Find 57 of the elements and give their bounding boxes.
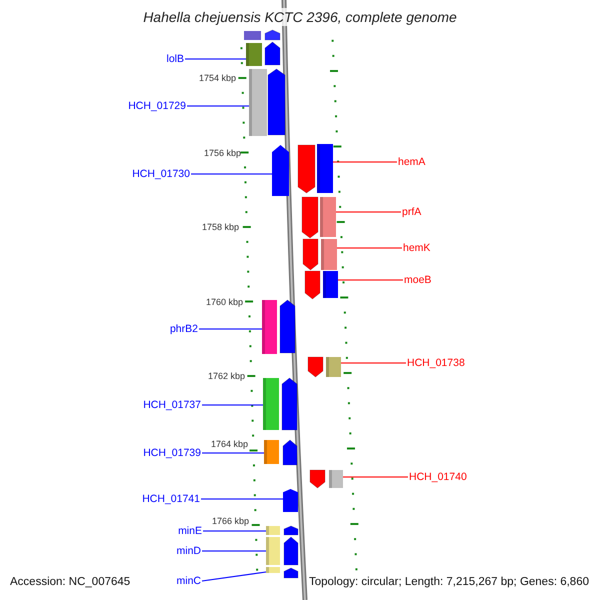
gene-label: minC [176, 574, 201, 588]
leader-line [343, 476, 408, 478]
gene-bar [246, 43, 262, 66]
scale-label: 1756 kbp [204, 148, 241, 158]
gene-bar [266, 537, 280, 565]
leader-line [202, 404, 263, 406]
leader-line [202, 571, 266, 582]
leader-line [203, 530, 266, 532]
gene-label: minE [178, 524, 202, 538]
leader-line [336, 211, 401, 213]
leader-line [185, 58, 246, 60]
gene-bar [266, 526, 280, 535]
leader-line [341, 362, 406, 364]
cds-feature [283, 489, 298, 512]
gene-label: HCH_01737 [143, 398, 201, 412]
gene-bar [320, 197, 336, 237]
genome-info-text: Topology: circular; Length: 7,215,267 bp; Genes: 6,860 [308, 574, 590, 590]
leader-line [187, 105, 249, 107]
scale-label: 1762 kbp [208, 370, 245, 382]
gene-bar [326, 357, 341, 377]
scale-label: 1754 kbp [198, 72, 236, 84]
gene-bar [317, 144, 333, 193]
gene-label: lolB [166, 52, 184, 66]
leader-line [199, 328, 262, 330]
accession-text: Accession: NC_007645 [9, 574, 132, 590]
gene-label: moeB [404, 274, 432, 286]
scale-label: 1764 kbp [210, 438, 248, 450]
gene-bar [323, 271, 338, 298]
gene-label: HCH_01739 [143, 446, 201, 460]
gene-label: HCH_01738 [407, 356, 465, 370]
leader-line [191, 173, 272, 175]
scale-label: 1760 kbp [206, 296, 243, 308]
leader-line [337, 247, 402, 249]
gene-bar [321, 239, 337, 270]
gene-label: HCH_01740 [409, 470, 467, 484]
leader-line [333, 161, 397, 163]
gene-label: minD [176, 544, 201, 558]
gene-label: prfA [402, 206, 422, 218]
gene-label: HCH_01741 [142, 492, 200, 506]
gene-bar [329, 470, 343, 488]
leader-line [202, 452, 264, 454]
gene-label: HCH_01730 [132, 168, 190, 180]
gene-bar [266, 567, 280, 573]
leader-line [202, 550, 266, 552]
leader-line [201, 498, 283, 500]
scale-label: 1766 kbp [212, 516, 249, 526]
gene-bar [249, 69, 267, 136]
gene-label: HCH_01729 [128, 100, 186, 112]
gene-bar [263, 378, 279, 430]
gene-label: hemK [403, 242, 430, 254]
gene-label: phrB2 [170, 322, 198, 336]
cds-feature [272, 145, 289, 196]
gene-label: hemA [398, 156, 426, 168]
leader-line [338, 279, 403, 281]
gene-bar [262, 300, 277, 354]
scale-label: 1758 kbp [202, 222, 239, 232]
gene-bar [264, 440, 279, 464]
